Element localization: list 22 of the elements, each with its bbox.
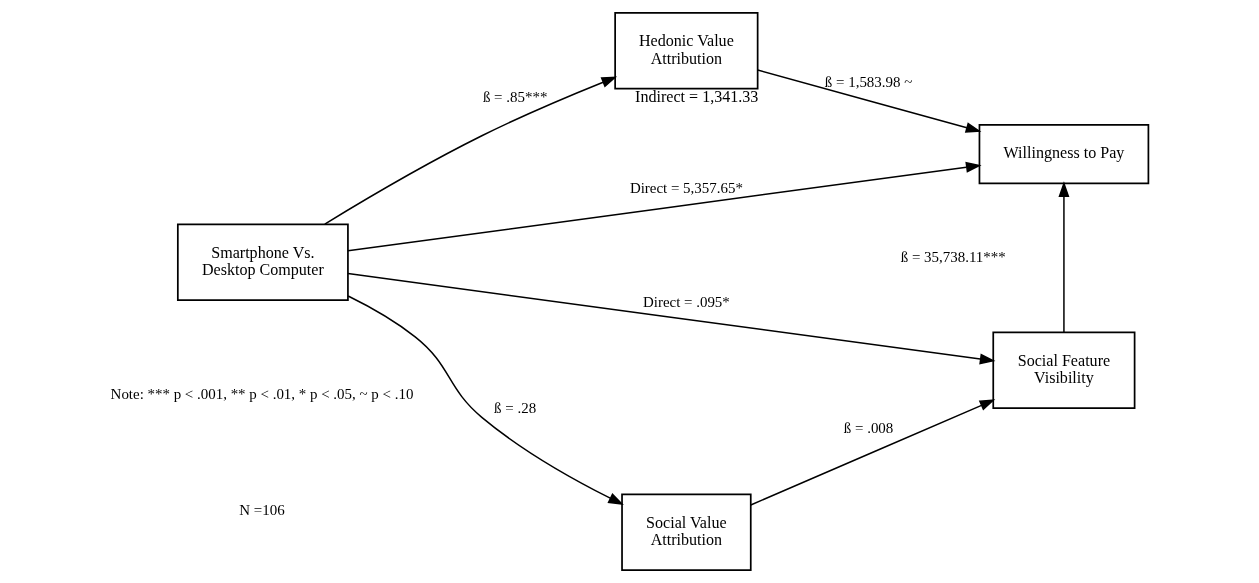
arrow — [756, 69, 982, 133]
edge-label: ß = .85*** — [482, 88, 548, 105]
arrow — [324, 76, 618, 225]
node-box: Social Value Attribution — [621, 493, 752, 572]
arrow — [347, 161, 982, 252]
edge-label: Direct = 5,357.65* — [629, 179, 743, 196]
edge-label: ß = 35,738.11*** — [900, 248, 1006, 265]
edge-label: ß = 1,583.98 ~ — [824, 73, 913, 90]
node-label: Indirect = 1,341.33 — [635, 87, 759, 105]
arrow — [750, 399, 996, 506]
arrow — [1058, 181, 1070, 333]
node-box: Smartphone Vs. Desktop Computer — [176, 223, 349, 301]
label: N =106 — [239, 502, 285, 519]
label: Note: *** p < .001, ** p < .01, * p < .05, ~ p < .10 — [110, 386, 414, 403]
arrow — [347, 295, 624, 505]
edge-label: ß = .008 — [843, 419, 894, 436]
node-box: Willingness to Pay — [978, 124, 1150, 185]
edge-label: Direct = .095* — [642, 294, 730, 311]
node-box: Social Feature Visibility — [992, 331, 1136, 409]
node-box: Hedonic Value Attribution — [614, 11, 759, 90]
edge-label: ß = .28 — [494, 400, 537, 417]
arrow — [347, 272, 996, 365]
